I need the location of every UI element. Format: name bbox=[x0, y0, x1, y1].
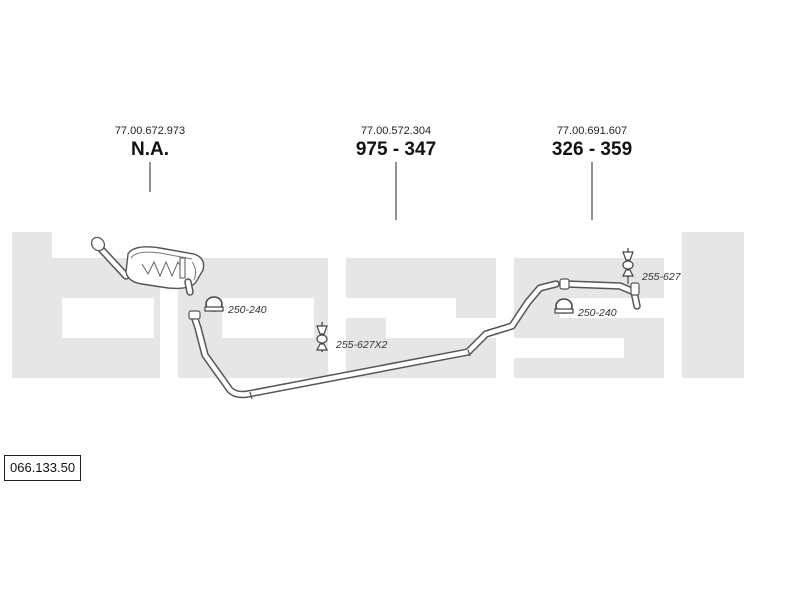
front-pipe-part bbox=[559, 266, 641, 310]
accessory-item: 250-240 bbox=[204, 296, 267, 316]
reference-number: 066.133.50 bbox=[10, 460, 76, 475]
middle-pipe-part bbox=[188, 280, 560, 400]
oem-number: 77.00.672.973 bbox=[115, 125, 185, 137]
part-label-1: 77.00.672.973 N.A. bbox=[115, 125, 185, 192]
accessory-item: 255-627 bbox=[622, 248, 682, 283]
reference-number-box: 066.133.50 bbox=[4, 455, 82, 481]
part-label-3: 77.00.691.607 326 - 359 bbox=[552, 125, 632, 220]
accessory-label: 250-240 bbox=[227, 304, 267, 316]
part-label-2: 77.00.572.304 975 - 347 bbox=[356, 125, 436, 220]
accessory-label: 250-240 bbox=[577, 307, 617, 319]
accessory-label: 255-627 bbox=[641, 271, 682, 283]
part-number: 326 - 359 bbox=[552, 139, 632, 160]
accessory-item: 255-627X2 bbox=[316, 322, 388, 352]
rubber-mount-icon bbox=[316, 322, 328, 352]
clamp-icon bbox=[204, 296, 224, 312]
rear-muffler-part bbox=[90, 236, 205, 296]
accessory-label: 255-627X2 bbox=[335, 339, 388, 351]
oem-number: 77.00.572.304 bbox=[361, 125, 431, 137]
oem-number: 77.00.691.607 bbox=[557, 125, 627, 137]
rubber-mount-icon bbox=[622, 248, 634, 278]
accessory-item: 250-240 bbox=[554, 298, 617, 319]
part-number: 975 - 347 bbox=[356, 139, 436, 160]
clamp-icon bbox=[554, 298, 574, 314]
part-number: N.A. bbox=[131, 139, 169, 160]
